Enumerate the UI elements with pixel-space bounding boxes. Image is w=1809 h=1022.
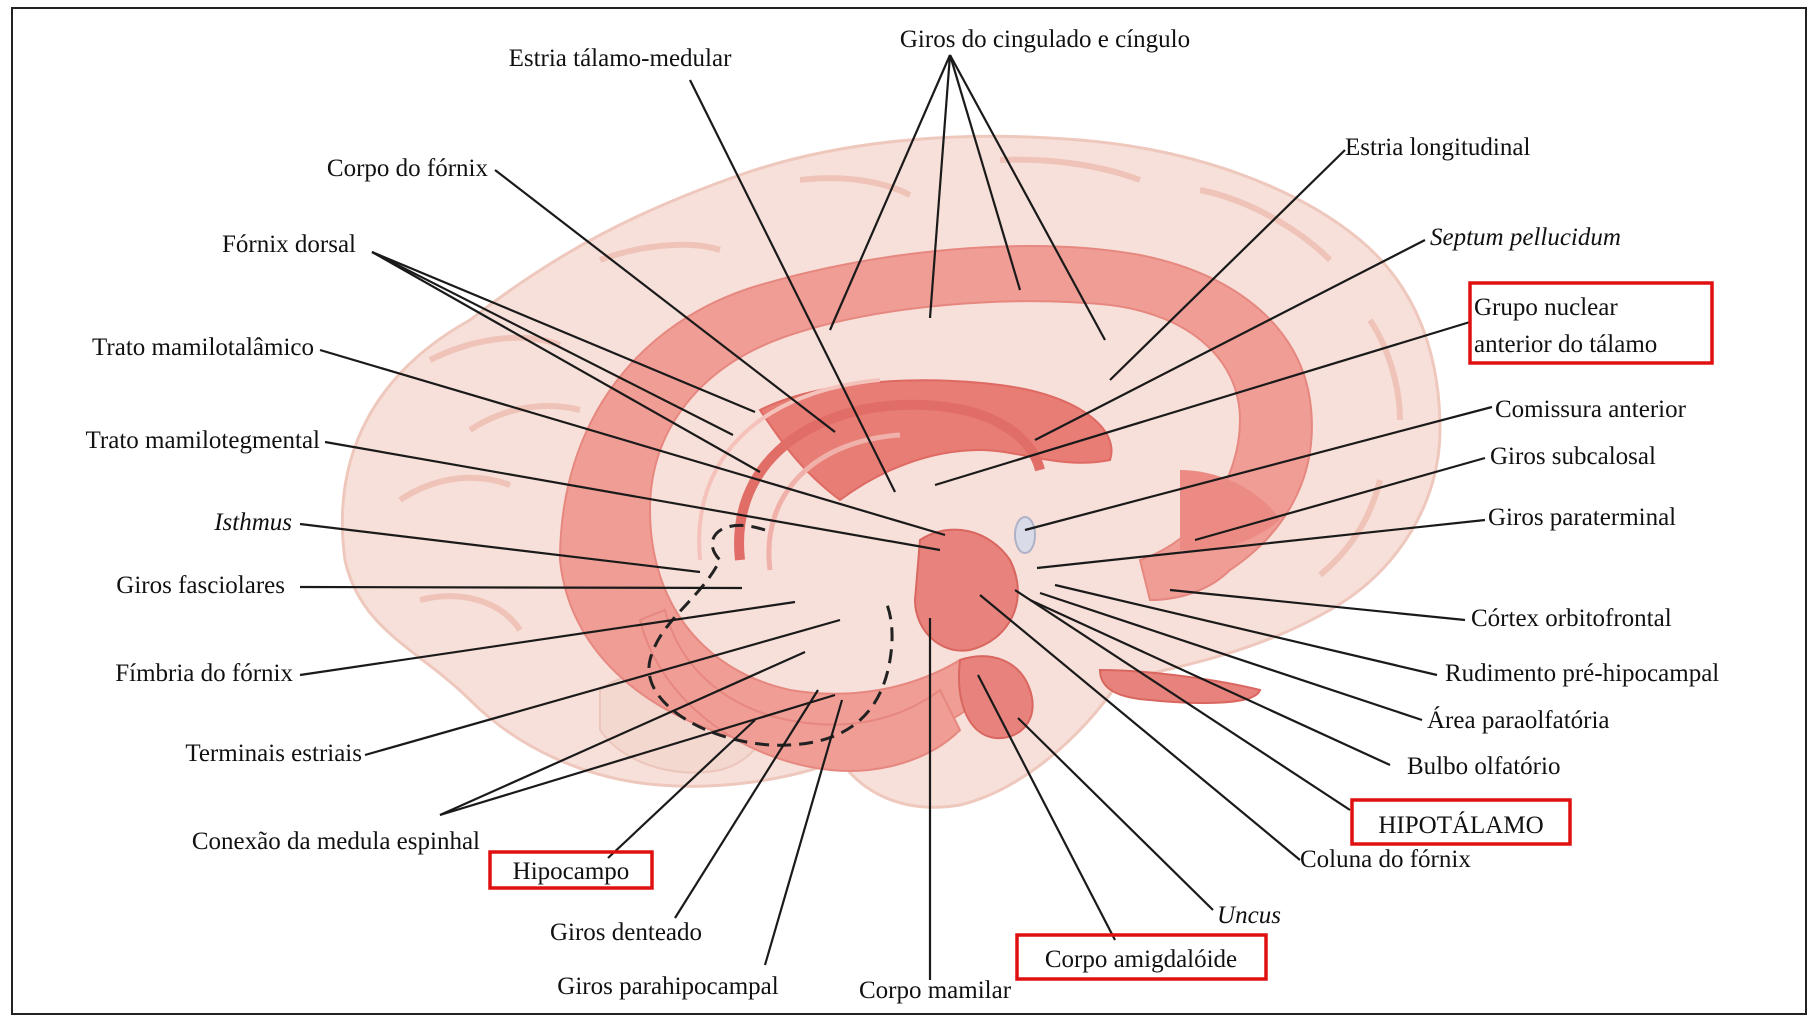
label-giros-fasciolares: Giros fasciolares [116, 572, 285, 599]
label-coluna-fornix: Coluna do fórnix [1300, 846, 1471, 873]
label-trato-mamilotalamico: Trato mamilotalâmico [92, 334, 314, 361]
label-fornix-dorsal: Fórnix dorsal [222, 231, 356, 258]
label-bulbo-olfatorio: Bulbo olfatório [1407, 753, 1560, 780]
label-grupo-nuclear-line2: anterior do tálamo [1474, 331, 1657, 358]
label-giros-paraterminal: Giros paraterminal [1488, 504, 1676, 531]
label-corpo-fornix: Corpo do fórnix [327, 155, 489, 182]
label-conexao-medula: Conexão da medula espinhal [192, 828, 480, 855]
anterior-commissure-shape [1015, 517, 1035, 553]
label-septum-pellucidum: Septum pellucidum [1430, 224, 1621, 251]
label-terminais-estriais: Terminais estriais [185, 740, 362, 767]
label-rudimento-pre-hipocampal: Rudimento pré-hipocampal [1445, 660, 1719, 687]
label-giros-parahipocampal: Giros parahipocampal [557, 973, 779, 1000]
label-area-paraolfatoria: Área paraolfatória [1427, 706, 1610, 734]
label-hipotalamo: HIPOTÁLAMO [1378, 811, 1543, 839]
label-estria-talamo-medular: Estria tálamo-medular [509, 45, 733, 72]
label-giros-subcalosal: Giros subcalosal [1490, 443, 1656, 470]
label-trato-mamilotegmental: Trato mamilotegmental [86, 427, 321, 454]
label-corpo-amigdaloide: Corpo amigdalóide [1045, 946, 1237, 973]
label-hipocampo: Hipocampo [513, 858, 630, 885]
label-fimbria-fornix: Fímbria do fórnix [115, 660, 293, 687]
label-giros-cingulado: Giros do cingulado e cíngulo [900, 26, 1190, 53]
label-comissura-anterior: Comissura anterior [1495, 396, 1687, 423]
label-uncus: Uncus [1217, 902, 1281, 929]
label-grupo-nuclear-line1: Grupo nuclear [1474, 294, 1618, 321]
label-giros-denteado: Giros denteado [550, 919, 702, 946]
label-estria-longitudinal: Estria longitudinal [1345, 134, 1530, 161]
label-cortex-orbitofrontal: Córtex orbitofrontal [1471, 605, 1672, 632]
label-isthmus: Isthmus [213, 509, 292, 536]
label-corpo-mamilar: Corpo mamilar [859, 977, 1012, 1004]
